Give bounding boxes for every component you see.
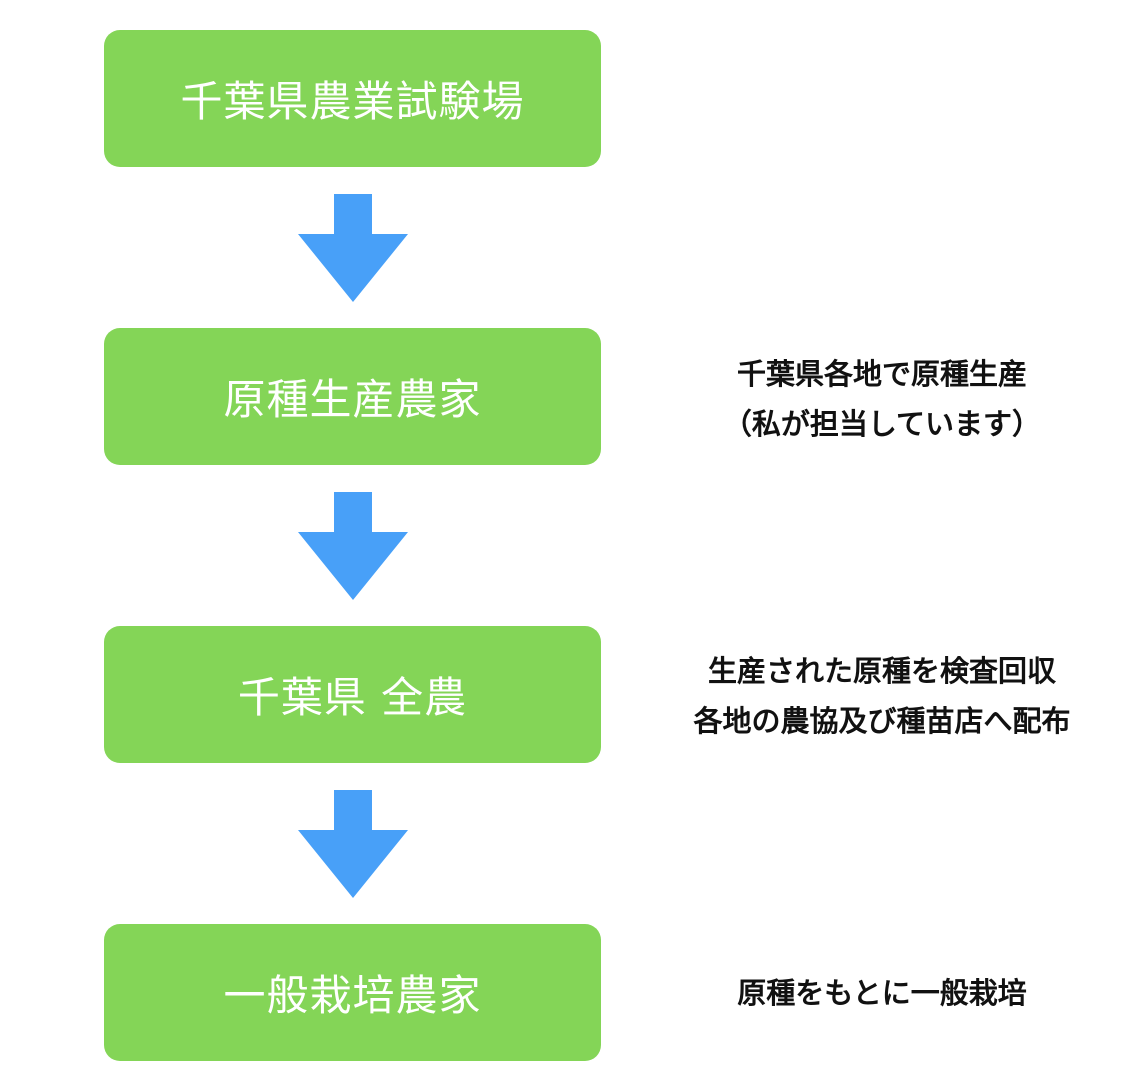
- step-box-chiba-zennoh: 千葉県 全農: [104, 626, 601, 763]
- note-original-seed-production: 千葉県各地で原種生産 （私が担当しています）: [652, 349, 1112, 449]
- arrow-shape: [298, 194, 408, 302]
- arrow-shape: [298, 790, 408, 898]
- note-line: 原種をもとに一般栽培: [737, 976, 1027, 1010]
- down-arrow-icon: [298, 790, 408, 898]
- note-line: 千葉県各地で原種生産: [736, 357, 1027, 391]
- note-line: 各地の農協及び種苗店へ配布: [693, 704, 1071, 738]
- note-line: （私が担当しています）: [722, 407, 1042, 441]
- down-arrow-icon: [298, 492, 408, 600]
- arrow-shape: [298, 492, 408, 600]
- note-line: 生産された原種を検査回収: [707, 654, 1056, 688]
- step-box-general-farmer: 一般栽培農家: [104, 924, 601, 1061]
- step-label: 千葉県 全農: [237, 673, 468, 722]
- step-label: 一般栽培農家: [223, 971, 482, 1020]
- down-arrow-icon: [298, 194, 408, 302]
- step-box-original-seed-farmer: 原種生産農家: [104, 328, 601, 465]
- note-general-cultivation: 原種をもとに一般栽培: [652, 968, 1112, 1018]
- step-label: 千葉県農業試験場: [180, 77, 525, 126]
- note-inspection-distribution: 生産された原種を検査回収 各地の農協及び種苗店へ配布: [652, 646, 1112, 746]
- step-label: 原種生産農家: [223, 375, 482, 424]
- step-box-agricultural-experiment-station: 千葉県農業試験場: [104, 30, 601, 167]
